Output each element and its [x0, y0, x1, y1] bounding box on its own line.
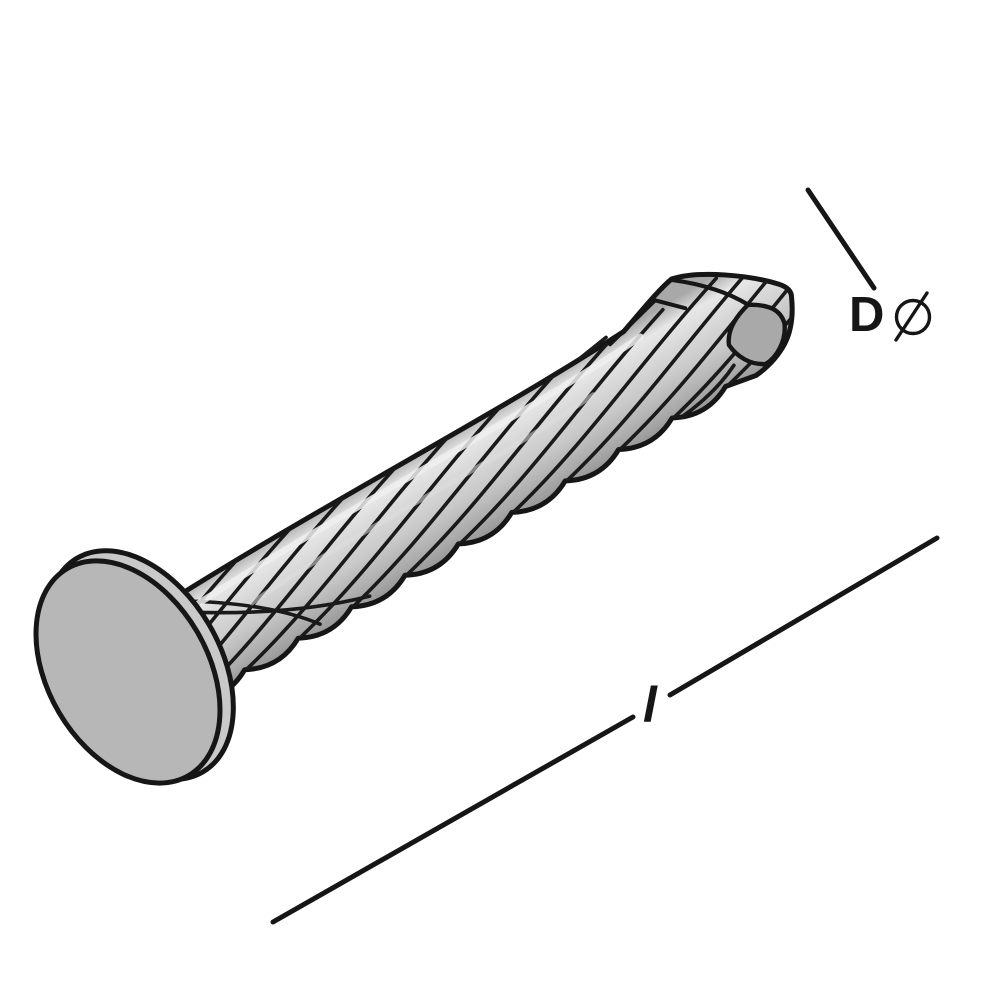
length-dimension: l — [270, 535, 940, 925]
diameter-dim-line — [805, 187, 877, 291]
shaft-highlight-2 — [249, 392, 596, 606]
tip-flute-notch — [608, 298, 688, 347]
nail-shaft — [128, 230, 820, 710]
shaft-highlight — [183, 333, 644, 615]
nail-illustration — [33, 230, 820, 786]
nail-tip — [577, 277, 787, 419]
head-face — [33, 558, 223, 786]
length-label: l — [643, 677, 658, 733]
nail-head — [33, 548, 236, 786]
diameter-label: D — [849, 288, 884, 342]
tip-end-facet — [726, 302, 787, 367]
diameter-dimension: D — [805, 187, 932, 342]
length-dim-line-left — [270, 714, 636, 925]
diameter-symbol — [894, 291, 932, 342]
length-dim-line-right — [667, 535, 940, 698]
tip-bevel-edge — [669, 277, 751, 307]
